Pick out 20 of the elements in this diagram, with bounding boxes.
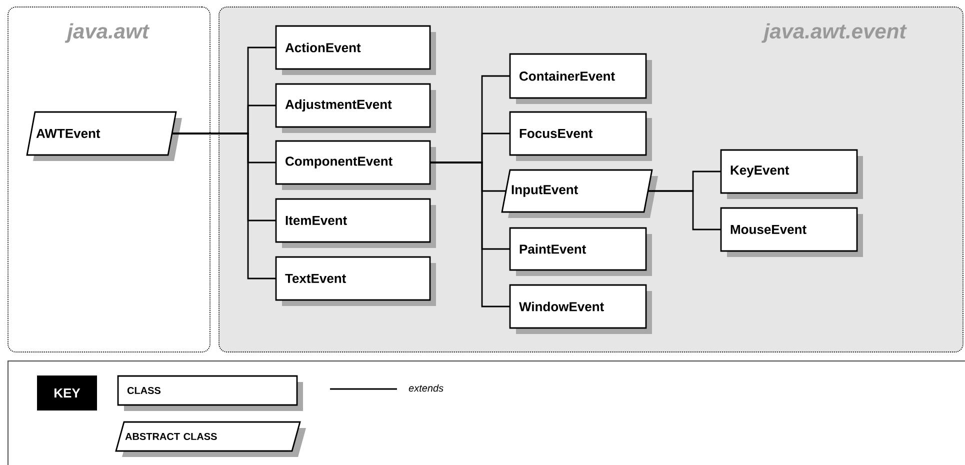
legend-sample: CLASS (117, 375, 303, 411)
connector-line (648, 190, 721, 230)
class-box: AdjustmentEvent (275, 83, 436, 133)
class-box: TextEvent (275, 256, 436, 306)
class-box: ItemEvent (275, 198, 436, 248)
class-box: PaintEvent (509, 227, 652, 276)
legend-label: extends (408, 384, 444, 392)
class-box: WindowEvent (509, 284, 652, 334)
key-badge: KEY (37, 376, 98, 410)
class-box: ComponentEvent (275, 140, 436, 190)
legend-sample: ABSTRACT CLASS (115, 421, 306, 457)
abstract-class-box: AWTEvent (26, 111, 182, 161)
connector-line (172, 132, 276, 280)
class-box: MouseEvent (720, 207, 863, 257)
class-box: FocusEvent (509, 111, 652, 161)
connector-line (430, 162, 510, 308)
class-box: ContainerEvent (509, 53, 652, 104)
class-box: KeyEvent (720, 149, 863, 199)
abstract-class-box: InputEvent (501, 169, 658, 218)
class-box: ActionEvent (275, 25, 436, 75)
